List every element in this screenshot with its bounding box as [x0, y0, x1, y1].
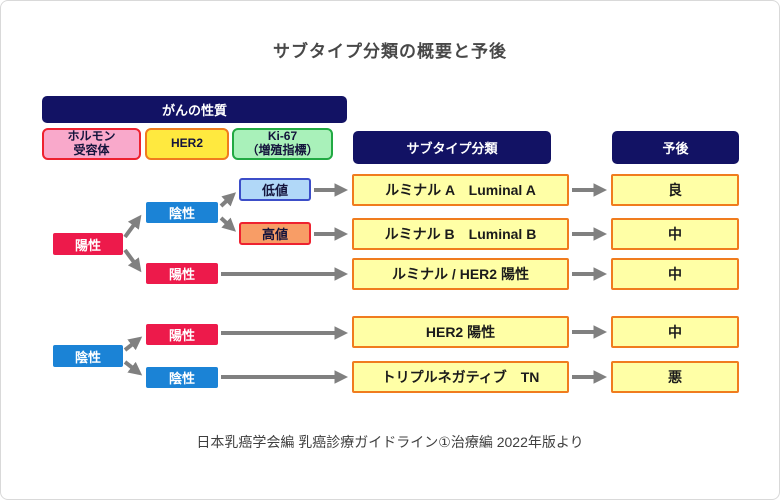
subtype-triple-negative: トリプルネガティブ TN: [352, 361, 569, 393]
arrow-hrpos-to-her2pos: [123, 248, 142, 273]
page-title: サブタイプ分類の概要と予後: [273, 42, 507, 61]
node-her2-negative-2: 陰性: [146, 367, 218, 388]
prognosis-row-5: 悪: [611, 361, 739, 393]
arrow-hrneg-to-her2pos2: [123, 336, 143, 352]
node-hormone-positive: 陽性: [53, 233, 123, 255]
factor-hormone-receptor: ホルモン 受容体: [42, 128, 141, 160]
header-subtype-classification: サブタイプ分類: [353, 131, 551, 164]
arrow-hrneg-to-her2neg2: [123, 360, 143, 376]
node-hormone-negative: 陰性: [53, 345, 123, 367]
factor-her2: HER2: [145, 128, 229, 160]
factor-ki67: Ki-67 （増殖指標）: [232, 128, 333, 160]
subtype-luminal-a: ルミナル A Luminal A: [352, 174, 569, 206]
node-ki67-low: 低値: [239, 178, 311, 201]
subtype-luminal-b: ルミナル B Luminal B: [352, 218, 569, 250]
source-footer: 日本乳癌学会編 乳癌診療ガイドライン①治療編 2022年版より: [196, 434, 584, 450]
subtype-luminal-her2: ルミナル / HER2 陽性: [352, 258, 569, 290]
prognosis-row-2: 中: [611, 218, 739, 250]
arrow-hrpos-to-her2neg: [123, 214, 142, 239]
header-prognosis: 予後: [612, 131, 739, 164]
node-her2-negative-1: 陰性: [146, 202, 218, 223]
node-ki67-high: 高値: [239, 222, 311, 245]
node-her2-positive-2: 陽性: [146, 324, 218, 345]
subtype-her2-positive: HER2 陽性: [352, 316, 569, 348]
node-her2-positive-1: 陽性: [146, 263, 218, 284]
arrow-her2neg-to-ki67high: [219, 216, 237, 232]
arrow-her2neg-to-ki67low: [219, 192, 237, 208]
header-cancer-property: がんの性質: [42, 96, 347, 123]
prognosis-row-4: 中: [611, 316, 739, 348]
prognosis-row-3: 中: [611, 258, 739, 290]
prognosis-row-1: 良: [611, 174, 739, 206]
